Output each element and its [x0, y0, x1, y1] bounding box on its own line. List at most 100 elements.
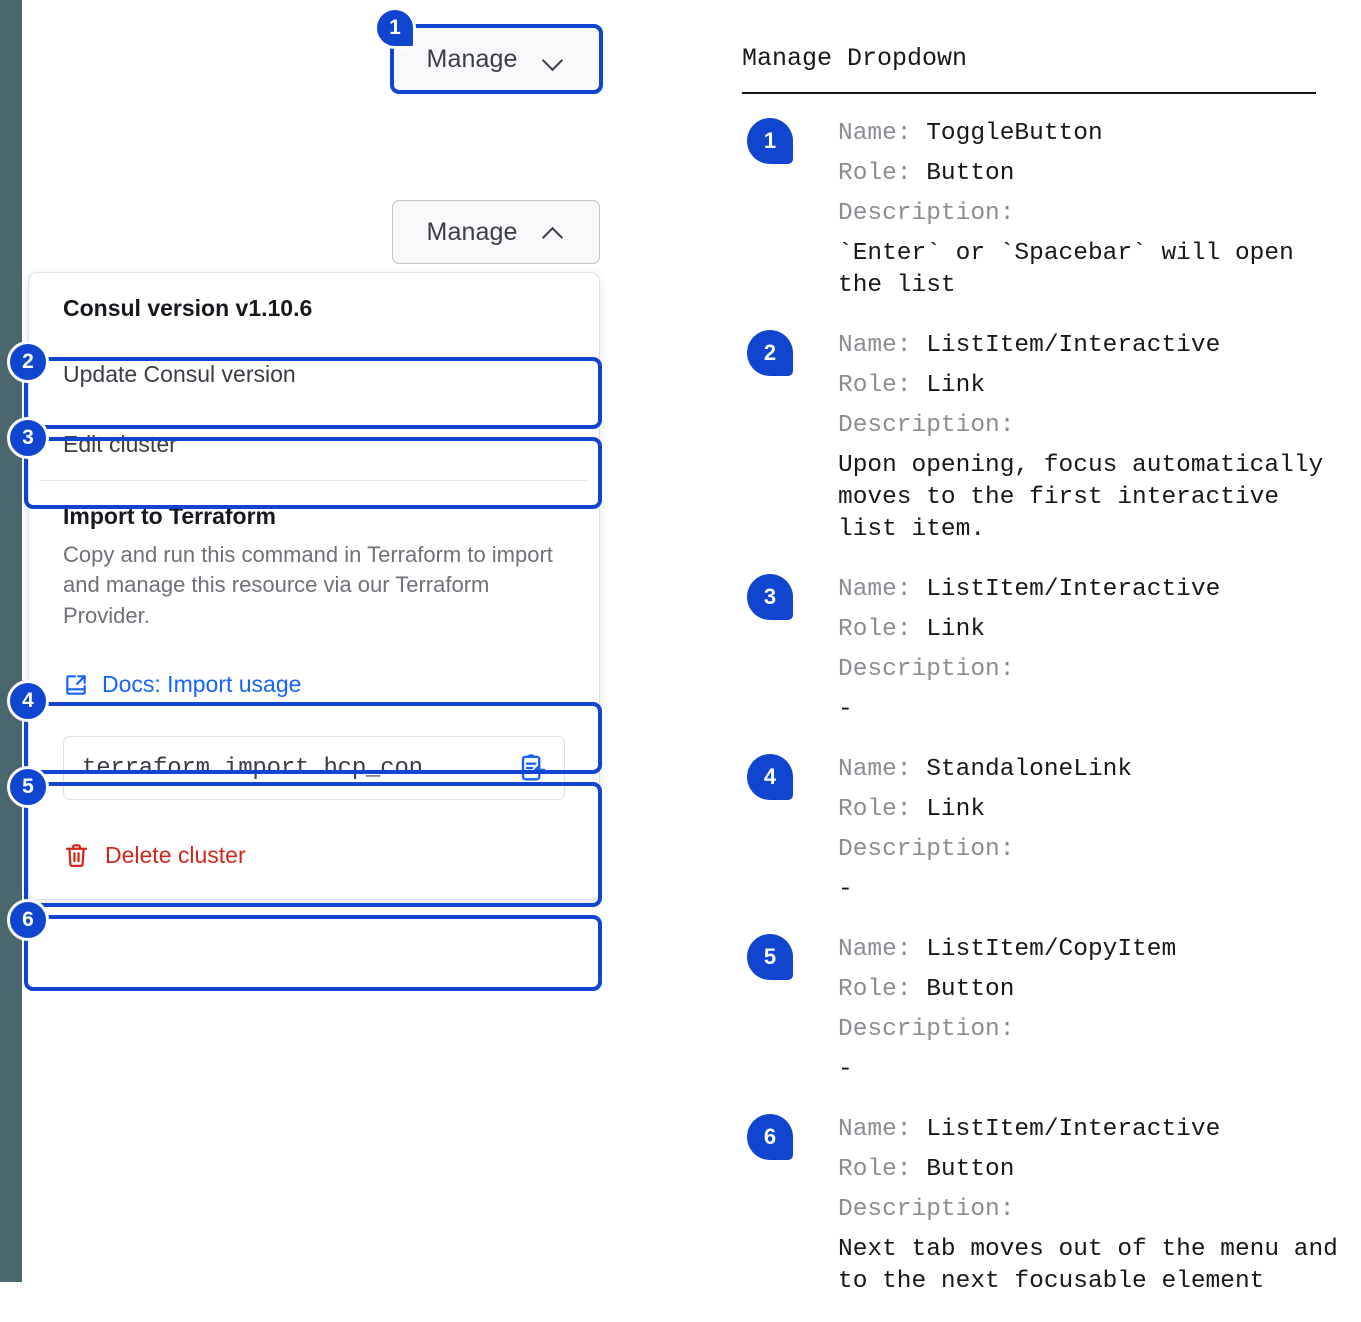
manage-toggle-label: Manage	[426, 44, 518, 73]
legend-description-label: Description:	[838, 200, 1015, 227]
dropdown-section-title-import-terraform: Import to Terraform	[63, 503, 276, 529]
legend-role: Role: Link	[838, 366, 1342, 406]
legend-role-value: Link	[926, 616, 986, 643]
annotation-badge-4: 4	[7, 680, 49, 722]
legend-badge-3: 3	[747, 574, 793, 620]
highlight-box-6	[24, 915, 602, 991]
legend-description-text: -	[838, 1056, 853, 1083]
legend-name-value: ToggleButton	[926, 120, 1103, 147]
manage-toggle-button-collapsed[interactable]: Manage	[392, 27, 600, 91]
legend-name-key: Name:	[838, 332, 927, 359]
dropdown-item-edit-cluster[interactable]: Edit cluster	[63, 431, 177, 457]
legend-role-value: Button	[926, 1156, 1015, 1183]
legend-name: Name: StandaloneLink	[838, 750, 1342, 790]
legend-name-value: ListItem/CopyItem	[926, 936, 1177, 963]
dropdown-divider	[39, 480, 589, 481]
dropdown-item-update-consul-version[interactable]: Update Consul version	[63, 361, 296, 387]
legend-description-text: -	[838, 876, 853, 903]
chevron-down-icon	[543, 48, 565, 70]
legend-name: Name: ListItem/Interactive	[838, 570, 1342, 610]
legend-entry-spacer	[838, 726, 1342, 740]
legend-badge-4: 4	[747, 754, 793, 800]
dropdown-copy-item: terraform import hcp_con...	[29, 720, 599, 822]
legend-description-text: -	[838, 696, 853, 723]
annotation-badge-3: 3	[7, 417, 49, 459]
dropdown-link-docs-import-usage[interactable]: Docs: Import usage	[29, 651, 599, 720]
left-rail	[0, 0, 22, 1282]
trash-icon	[63, 842, 90, 869]
legend-badge-5: 5	[747, 934, 793, 980]
annotation-badge-5: 5	[7, 766, 49, 808]
legend-role: Role: Button	[838, 1150, 1342, 1190]
legend-role-key: Role:	[838, 976, 927, 1003]
external-link-docs-icon	[63, 672, 89, 698]
legend-role-key: Role:	[838, 1156, 927, 1183]
annotation-badge-6: 6	[7, 899, 49, 941]
left-pane: Manage Manage Consul version v1.10.6 Upd…	[0, 0, 700, 1282]
legend-entry-spacer	[838, 1298, 1342, 1312]
manage-toggle-button-expanded[interactable]: Manage	[392, 200, 600, 264]
dropdown-link-docs-label: Docs: Import usage	[102, 671, 302, 698]
legend-role: Role: Link	[838, 610, 1342, 650]
legend-description-text: `Enter` or `Spacebar` will open the list	[838, 240, 1294, 299]
legend-name-value: ListItem/Interactive	[926, 332, 1221, 359]
dropdown-header-consul-version: Consul version v1.10.6	[63, 295, 313, 321]
annotation-badge-1: 1	[374, 7, 416, 49]
legend-entry-spacer	[838, 546, 1342, 560]
legend-name-value: ListItem/Interactive	[926, 576, 1221, 603]
legend-badge-6: 6	[747, 1114, 793, 1160]
legend-role-key: Role:	[838, 160, 927, 187]
legend-name-key: Name:	[838, 936, 927, 963]
annotation-badge-2: 2	[7, 341, 49, 383]
legend-description-label: Description:	[838, 1016, 1015, 1043]
legend-entry-spacer	[838, 1086, 1342, 1100]
legend-name-key: Name:	[838, 1116, 927, 1143]
legend-role-value: Button	[926, 160, 1015, 187]
legend-role: Role: Link	[838, 790, 1342, 830]
legend-title: Manage Dropdown	[742, 44, 968, 73]
legend-description-label: Description:	[838, 656, 1015, 683]
legend-name-key: Name:	[838, 756, 927, 783]
legend-name-key: Name:	[838, 576, 927, 603]
legend-name-value: ListItem/Interactive	[926, 1116, 1221, 1143]
clipboard-copy-icon[interactable]	[518, 753, 548, 783]
legend-name-value: StandaloneLink	[926, 756, 1133, 783]
legend-description-label: Description:	[838, 836, 1015, 863]
legend-badge-2: 2	[747, 330, 793, 376]
legend-name: Name: ToggleButton	[838, 114, 1342, 154]
legend-description-text: Next tab moves out of the menu and to th…	[838, 1236, 1338, 1295]
legend-name: Name: ListItem/Interactive	[838, 1110, 1342, 1150]
manage-dropdown-panel: Consul version v1.10.6 Update Consul ver…	[28, 272, 600, 901]
dropdown-delete-label: Delete cluster	[105, 842, 246, 869]
legend-role-value: Link	[926, 796, 986, 823]
legend-role-key: Role:	[838, 796, 927, 823]
legend-name-key: Name:	[838, 120, 927, 147]
legend-name: Name: ListItem/CopyItem	[838, 930, 1342, 970]
legend-role-key: Role:	[838, 616, 927, 643]
manage-toggle-label-expanded: Manage	[426, 217, 518, 246]
legend-role-value: Link	[926, 372, 986, 399]
legend-role-key: Role:	[838, 372, 927, 399]
legend-role-value: Button	[926, 976, 1015, 1003]
legend-entry-spacer	[838, 302, 1342, 316]
dropdown-section-description: Copy and run this command in Terraform t…	[63, 542, 553, 628]
legend-role: Role: Button	[838, 154, 1342, 194]
terraform-command-text: terraform import hcp_con...	[82, 754, 466, 782]
legend-entry-spacer	[838, 906, 1342, 920]
legend-divider	[742, 92, 1316, 94]
chevron-up-icon	[543, 221, 565, 243]
terraform-command-box[interactable]: terraform import hcp_con...	[63, 736, 565, 801]
dropdown-item-delete-cluster[interactable]: Delete cluster	[29, 822, 599, 891]
legend-badge-1: 1	[747, 118, 793, 164]
legend-role: Role: Button	[838, 970, 1342, 1010]
legend-description-label: Description:	[838, 412, 1015, 439]
legend-name: Name: ListItem/Interactive	[838, 326, 1342, 366]
legend-description-label: Description:	[838, 1196, 1015, 1223]
